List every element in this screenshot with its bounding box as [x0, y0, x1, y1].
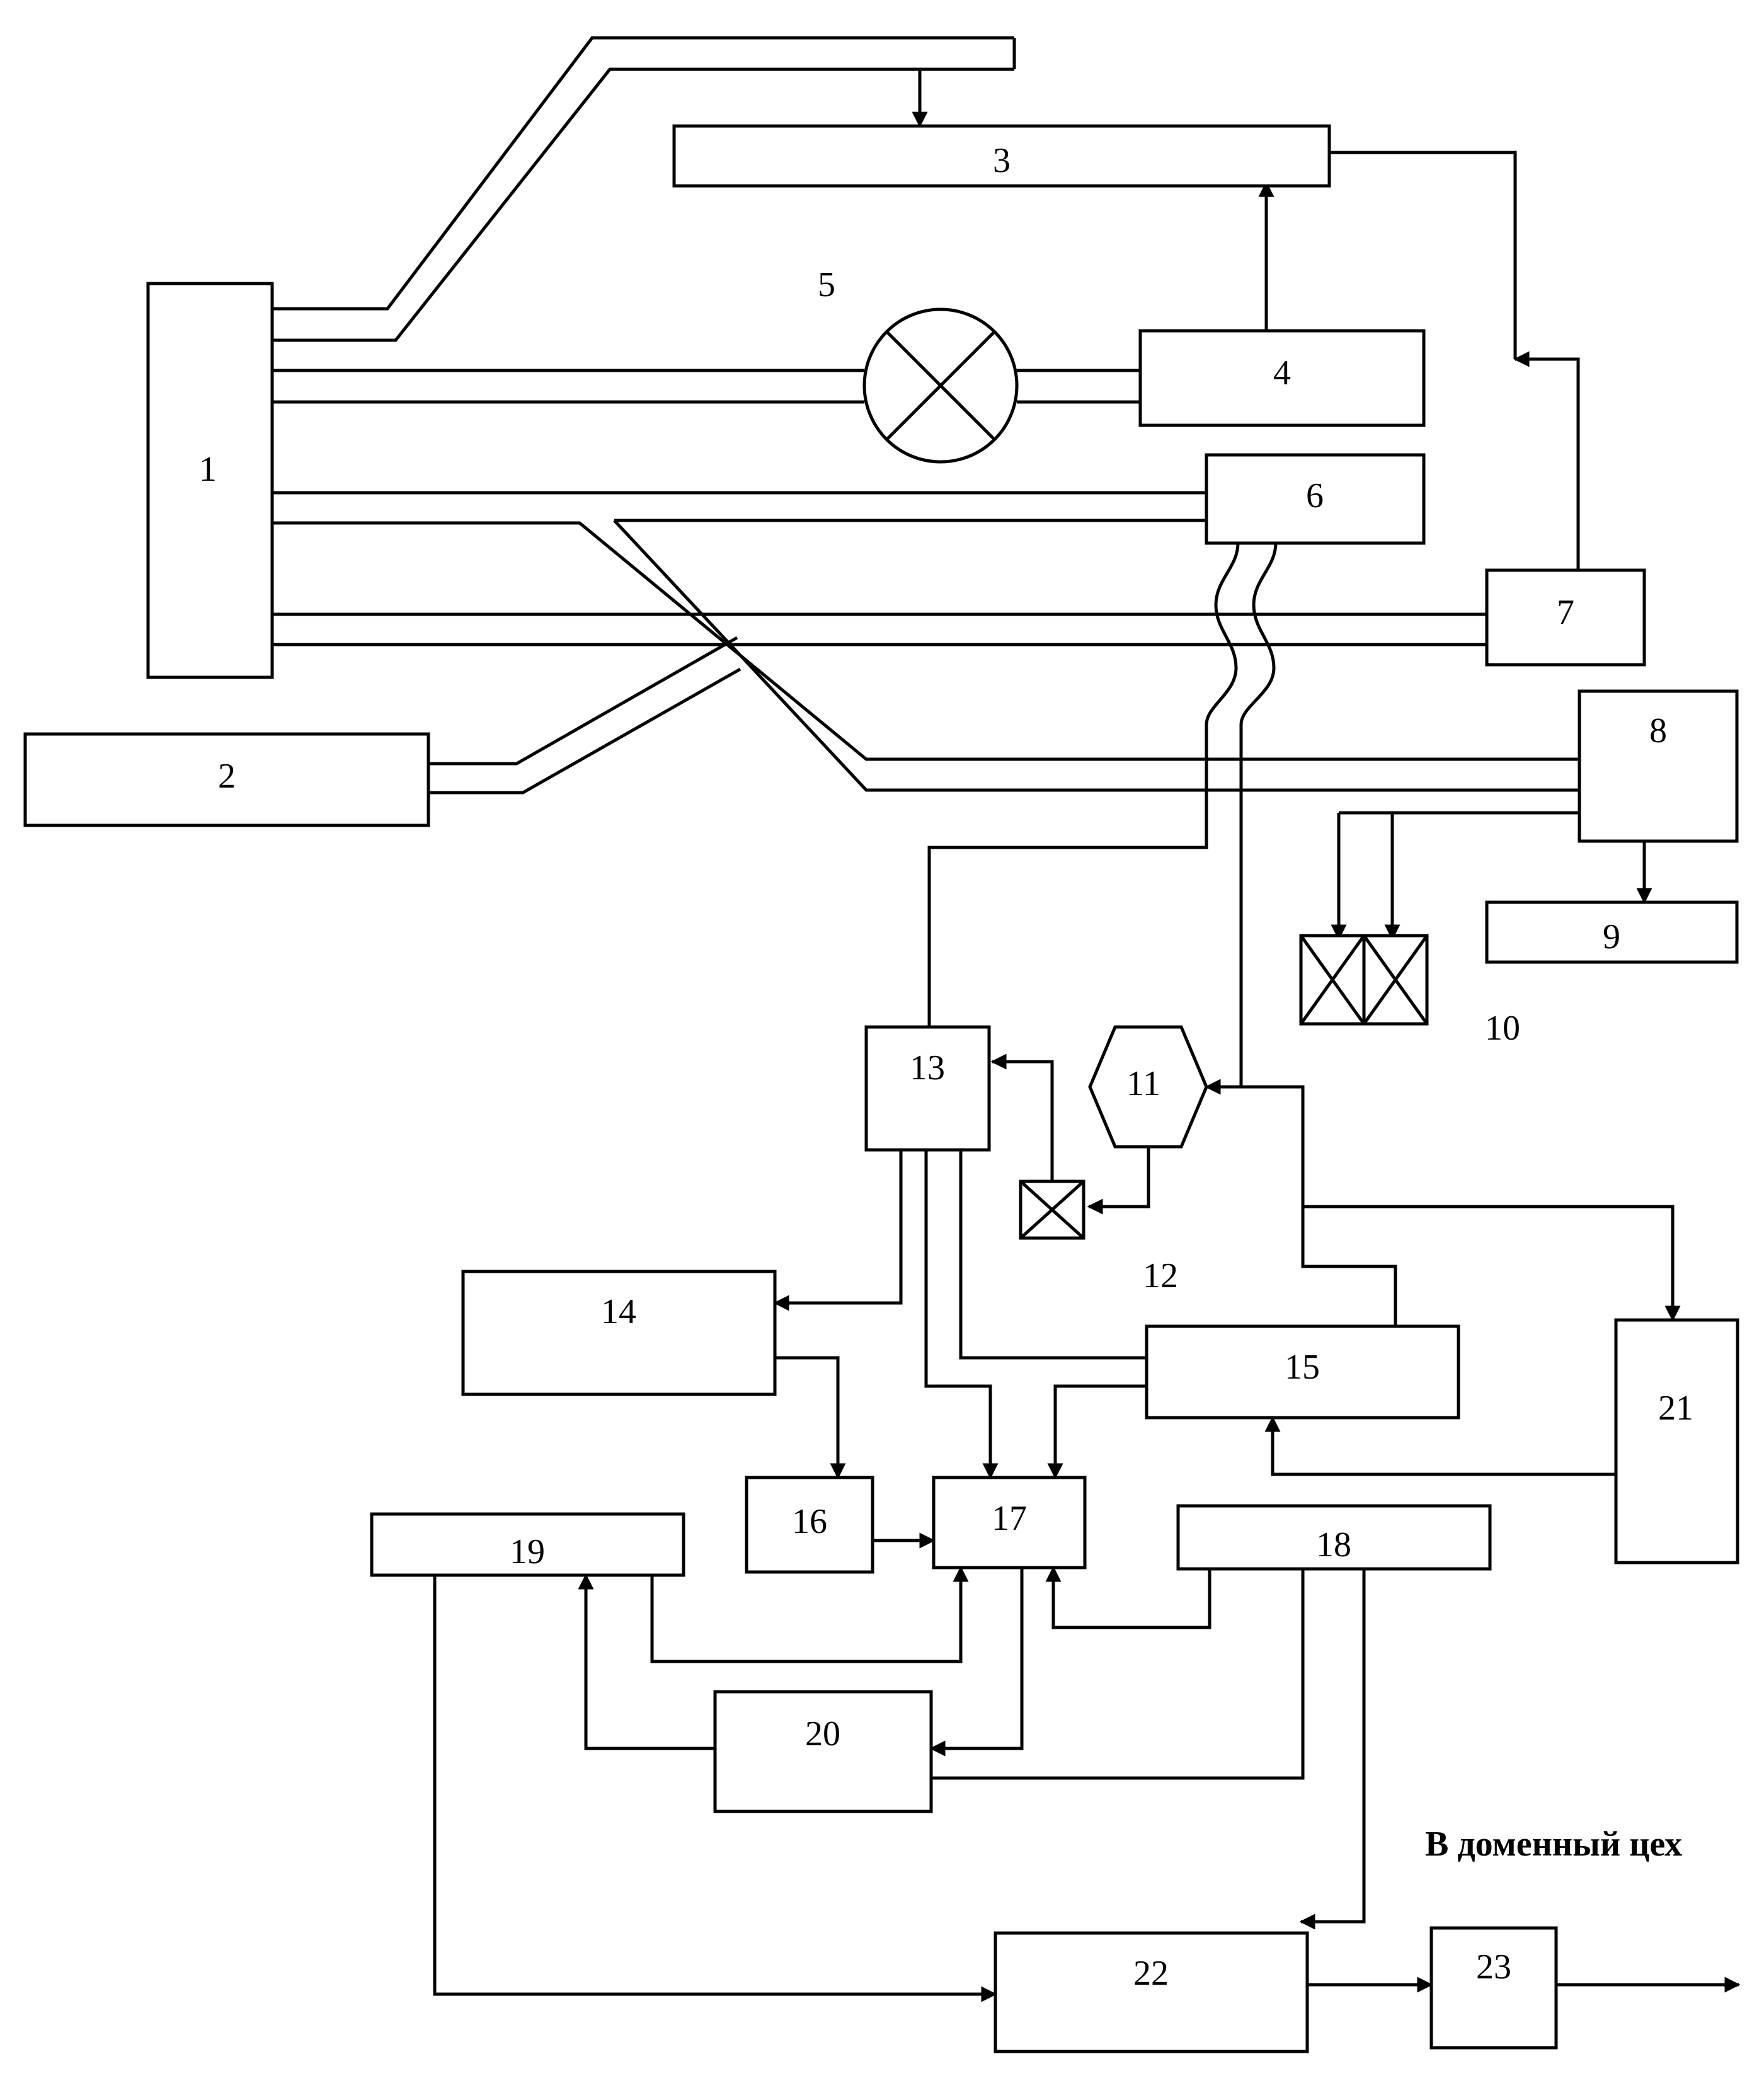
svg-text:13: 13 — [910, 1048, 945, 1087]
line-21-to-15 — [1264, 1416, 1616, 1476]
node-4: 4 — [1138, 329, 1426, 427]
node-18: 18 — [1176, 1504, 1492, 1571]
svg-text:2: 2 — [218, 757, 236, 796]
svg-text:19: 19 — [510, 1532, 545, 1571]
node-19: 19 — [370, 1512, 685, 1577]
node-8: 8 — [1578, 689, 1739, 843]
svg-text:17: 17 — [992, 1499, 1027, 1538]
node-6: 6 — [1205, 453, 1426, 545]
node-15: 15 — [1145, 1324, 1460, 1420]
line-valve-to-13 — [990, 1053, 1054, 1181]
svg-text:22: 22 — [1133, 1954, 1169, 1993]
pipe-1-to-8-b — [613, 519, 1579, 792]
node-1: 1 — [146, 282, 274, 679]
node-13: 13 — [864, 1025, 991, 1152]
pipe-1-to-3-a — [272, 36, 1014, 311]
node-17: 17 — [932, 1476, 1087, 1569]
node-11: 11 — [1088, 1025, 1208, 1149]
svg-text:8: 8 — [1649, 711, 1667, 750]
svg-text:15: 15 — [1285, 1348, 1320, 1387]
line-13-to-15 — [959, 1150, 1147, 1360]
svg-text:4: 4 — [1273, 353, 1291, 393]
line-15-to-17 — [1047, 1384, 1147, 1479]
destination-caption: В доменный цех — [1425, 1825, 1682, 1864]
svg-text:11: 11 — [1126, 1064, 1160, 1103]
node-16: 16 — [745, 1476, 874, 1574]
pipe-2-b — [428, 667, 742, 795]
svg-text:7: 7 — [1557, 593, 1574, 632]
line-17-to-20 — [929, 1568, 1024, 1757]
line-to-21 — [1303, 1205, 1681, 1322]
svg-text:6: 6 — [1306, 476, 1324, 515]
line-11-to-valve — [1087, 1147, 1150, 1215]
node-23: 23 — [1429, 1926, 1558, 2050]
line-15-to-11 — [1205, 1079, 1397, 1326]
node-9: 9 — [1485, 900, 1739, 964]
svg-text:9: 9 — [1603, 917, 1620, 956]
pipe-1-to-3-b — [272, 67, 1014, 342]
svg-text:20: 20 — [805, 1714, 840, 1753]
pipe-2-a — [428, 636, 738, 766]
line-3-right — [1329, 151, 1517, 359]
node-5-valve: 5 — [818, 265, 1019, 464]
connections — [272, 36, 1741, 2002]
line-7-to-3 — [1513, 351, 1580, 570]
line-18-to-22 — [1299, 1569, 1366, 1930]
svg-text:10: 10 — [1485, 1009, 1520, 1048]
pipe-1-to-8-a — [272, 521, 1579, 761]
svg-text:14: 14 — [601, 1292, 636, 1331]
node-7: 7 — [1485, 568, 1646, 667]
node-12-valve: 12 — [1019, 1179, 1178, 1295]
node-22: 22 — [994, 1931, 1309, 2053]
node-20: 20 — [713, 1690, 933, 1813]
svg-text:5: 5 — [818, 265, 835, 304]
svg-text:23: 23 — [1476, 1948, 1511, 1987]
node-2: 2 — [23, 732, 430, 827]
node-10-valves: 10 — [1299, 934, 1520, 1048]
line-18-to-17 — [1045, 1566, 1211, 1629]
svg-text:16: 16 — [792, 1502, 827, 1541]
svg-text:18: 18 — [1316, 1525, 1351, 1564]
line-19-to-22 — [433, 1575, 997, 2002]
node-14: 14 — [461, 1270, 777, 1396]
svg-text:21: 21 — [1658, 1389, 1693, 1428]
line-13-to-14 — [773, 1150, 903, 1311]
svg-text:1: 1 — [199, 450, 217, 489]
node-3: 3 — [672, 124, 1331, 188]
line-6-to-11 — [1206, 542, 1278, 1089]
node-21: 21 — [1614, 1318, 1739, 1564]
svg-text:12: 12 — [1143, 1256, 1178, 1295]
line-18-to-20 — [931, 1569, 1305, 1780]
line-6-to-13 — [927, 542, 1240, 1027]
svg-text:3: 3 — [993, 141, 1011, 180]
line-14-to-16 — [775, 1356, 846, 1479]
line-20-to-19 — [578, 1573, 715, 1750]
line-13-to-17 — [924, 1150, 999, 1479]
line-19-to-17 — [650, 1566, 969, 1663]
